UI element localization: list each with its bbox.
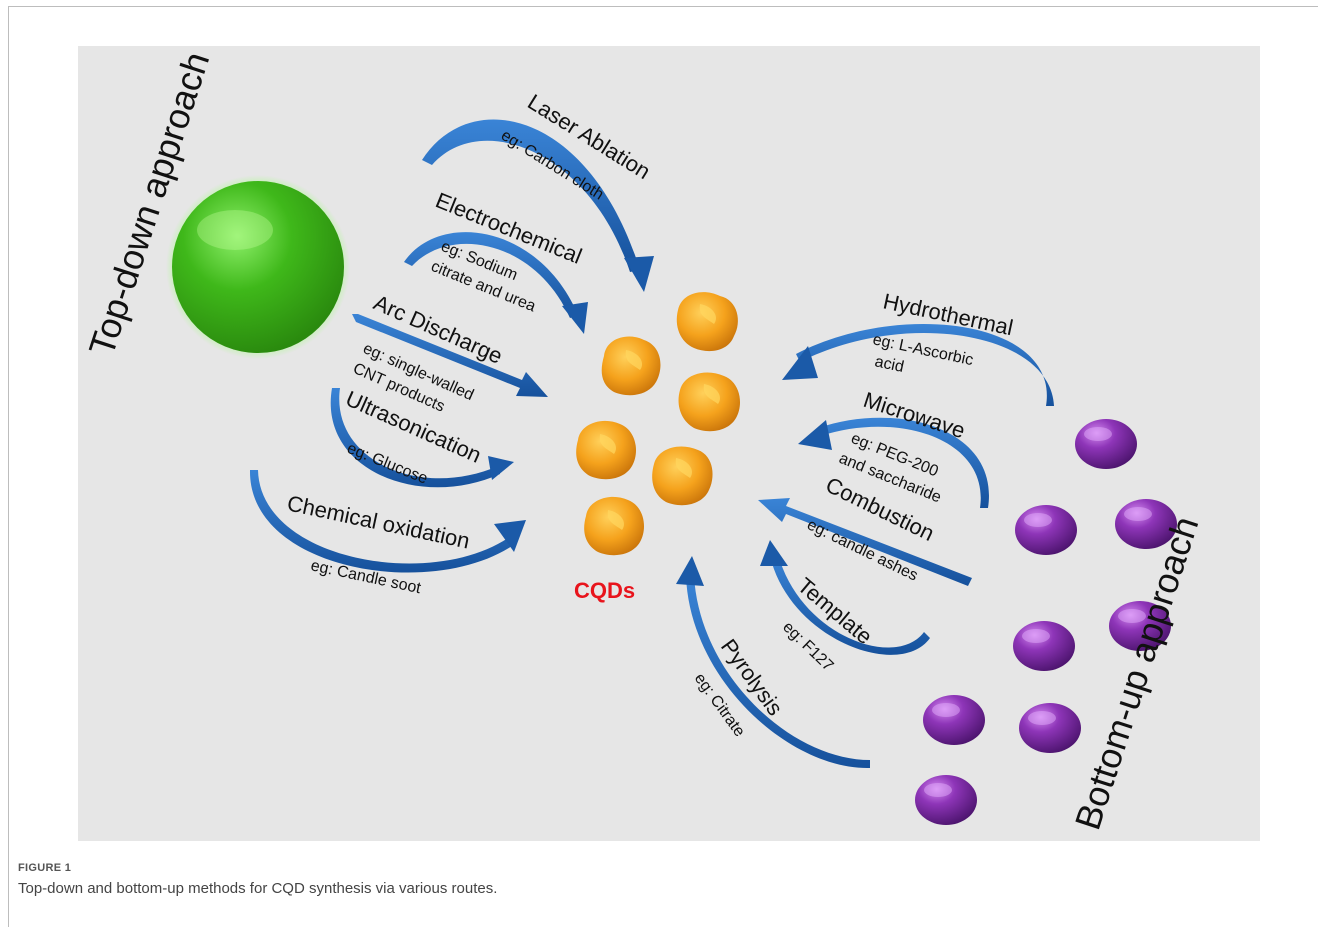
molecule-particle-2 [1015, 505, 1077, 555]
molecule-particle-4 [1013, 621, 1075, 671]
molecule-particle-8 [915, 775, 977, 825]
cqds-label: CQDs [574, 578, 635, 603]
electrochemical-arrow [404, 232, 578, 318]
bulk-carbon-highlight [197, 210, 273, 250]
bulk-carbon-sphere [172, 181, 344, 353]
figure-caption-label: FIGURE 1 [18, 862, 72, 874]
template-arrowhead [760, 540, 788, 566]
chemical-oxidation-arrowhead [494, 520, 526, 552]
figure-caption-text: Top-down and bottom-up methods for CQD s… [18, 880, 498, 897]
combustion-arrow [758, 498, 972, 586]
chemical-oxidation-arrow [249, 470, 512, 573]
molecule-particle-5 [1109, 601, 1171, 651]
template-arrow [770, 554, 930, 655]
cqd-particle-2 [601, 336, 661, 396]
pyrolysis-arrowhead [676, 556, 704, 586]
microwave-arrow [818, 417, 989, 508]
cqd-particle-3 [678, 372, 740, 432]
molecule-particle-6 [923, 695, 985, 745]
ultrasonication-arrow [330, 388, 500, 488]
pyrolysis-arrow [686, 576, 870, 769]
laser-ablation-arrowhead [624, 256, 654, 292]
hydrothermal-arrowhead [782, 346, 818, 380]
frame-border-top [8, 6, 1318, 7]
electrochemical-arrowhead [562, 302, 588, 334]
arc-discharge-arrow [352, 314, 548, 397]
cqd-particle-4 [576, 420, 636, 480]
cqd-synthesis-diagram: Top-down approach Laser Ablation eg: Car… [78, 46, 1260, 841]
molecule-particle-1 [1075, 419, 1137, 469]
ultrasonication-arrowhead [488, 456, 514, 480]
cqd-particle-1 [676, 292, 738, 352]
laser-ablation-arrow [422, 119, 640, 272]
microwave-arrowhead [798, 420, 832, 450]
molecule-particle-7 [1019, 703, 1081, 753]
cqd-particle-5 [652, 446, 713, 506]
cqd-particle-6 [584, 496, 644, 556]
molecule-particle-3 [1115, 499, 1177, 549]
hydrothermal-example-line2: acid [873, 353, 905, 376]
frame-border-left [8, 6, 9, 927]
